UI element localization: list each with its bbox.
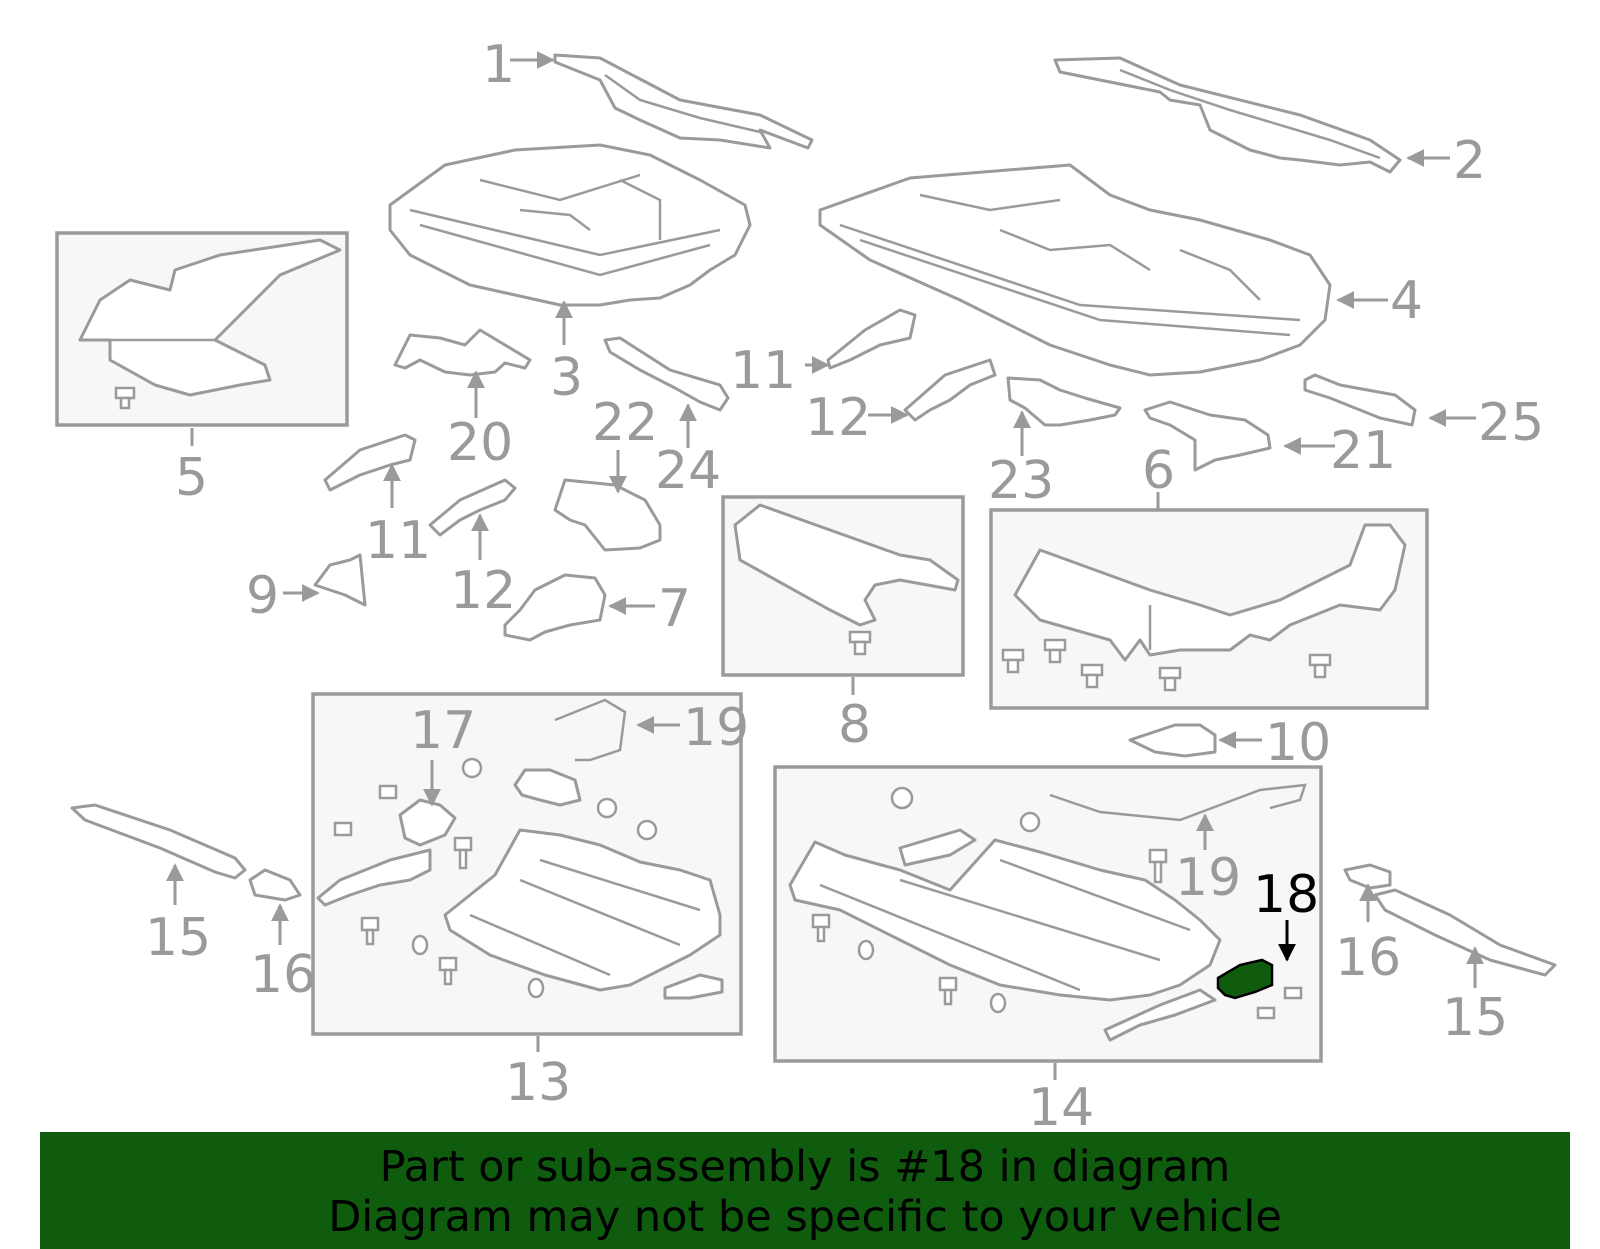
part-25 [1303,373,1417,427]
part-16-left [248,868,302,902]
callout-4: 4 [1390,271,1423,331]
callout-11-lower: 11 [365,511,431,571]
part-9 [313,553,367,607]
callout-18: 18 [1253,865,1319,925]
callout-14: 14 [1028,1078,1094,1138]
callout-13: 13 [505,1053,571,1113]
callout-12-lower: 12 [450,561,516,621]
callout-2: 2 [1453,131,1486,191]
part-12-lower [428,478,517,537]
part-11-upper [826,308,917,370]
callout-5: 5 [175,448,208,508]
part-10 [1128,723,1217,758]
callout-16-left: 16 [250,945,316,1005]
callout-19-lower: 19 [1175,848,1241,908]
info-banner: Part or sub-assembly is #18 in diagram D… [40,1132,1570,1249]
part-16-right [1343,863,1392,890]
callout-16-right: 16 [1335,928,1401,988]
callout-24: 24 [655,441,721,501]
callout-12-upper: 12 [805,388,871,448]
part-15-right [1373,888,1557,977]
part-3 [388,143,752,307]
callout-23: 23 [988,451,1054,511]
part-20 [393,328,532,377]
part-13-assembly [316,698,724,1000]
part-12-upper [903,358,997,422]
callout-22: 22 [592,393,658,453]
callout-10: 10 [1265,713,1331,773]
callout-7: 7 [658,579,691,639]
part-14-assembly [788,783,1307,1042]
part-7 [503,573,607,642]
callout-15-left: 15 [145,908,211,968]
callout-25: 25 [1478,393,1544,453]
part-1 [553,53,814,150]
part-18-highlight [1216,958,1274,1000]
part-8 [733,503,960,656]
part-2 [1053,56,1402,174]
part-21 [1143,400,1272,472]
callout-labels: 1 2 3 4 5 6 7 8 9 10 11 11 12 12 13 14 1… [145,35,1544,1138]
callout-9: 9 [246,566,279,626]
leader-lines [166,51,1484,1080]
callout-17: 17 [410,701,476,761]
part-24 [603,336,730,412]
banner-line-1: Part or sub-assembly is #18 in diagram [379,1142,1231,1192]
callout-1: 1 [482,35,515,95]
callout-19-upper: 19 [683,698,749,758]
part-4 [818,163,1332,377]
part-11-lower [323,433,417,492]
callout-8: 8 [838,695,871,755]
part-6 [1001,523,1407,692]
callout-11-upper: 11 [730,341,796,401]
banner-line-2: Diagram may not be specific to your vehi… [328,1192,1282,1242]
callout-15-right: 15 [1442,988,1508,1048]
part-23 [1006,376,1122,427]
callout-21: 21 [1330,421,1396,481]
part-15-left [70,803,247,880]
callout-6: 6 [1142,441,1175,501]
part-22 [553,478,662,552]
callout-20: 20 [447,413,513,473]
part-5 [78,238,342,410]
callout-3: 3 [550,348,583,408]
